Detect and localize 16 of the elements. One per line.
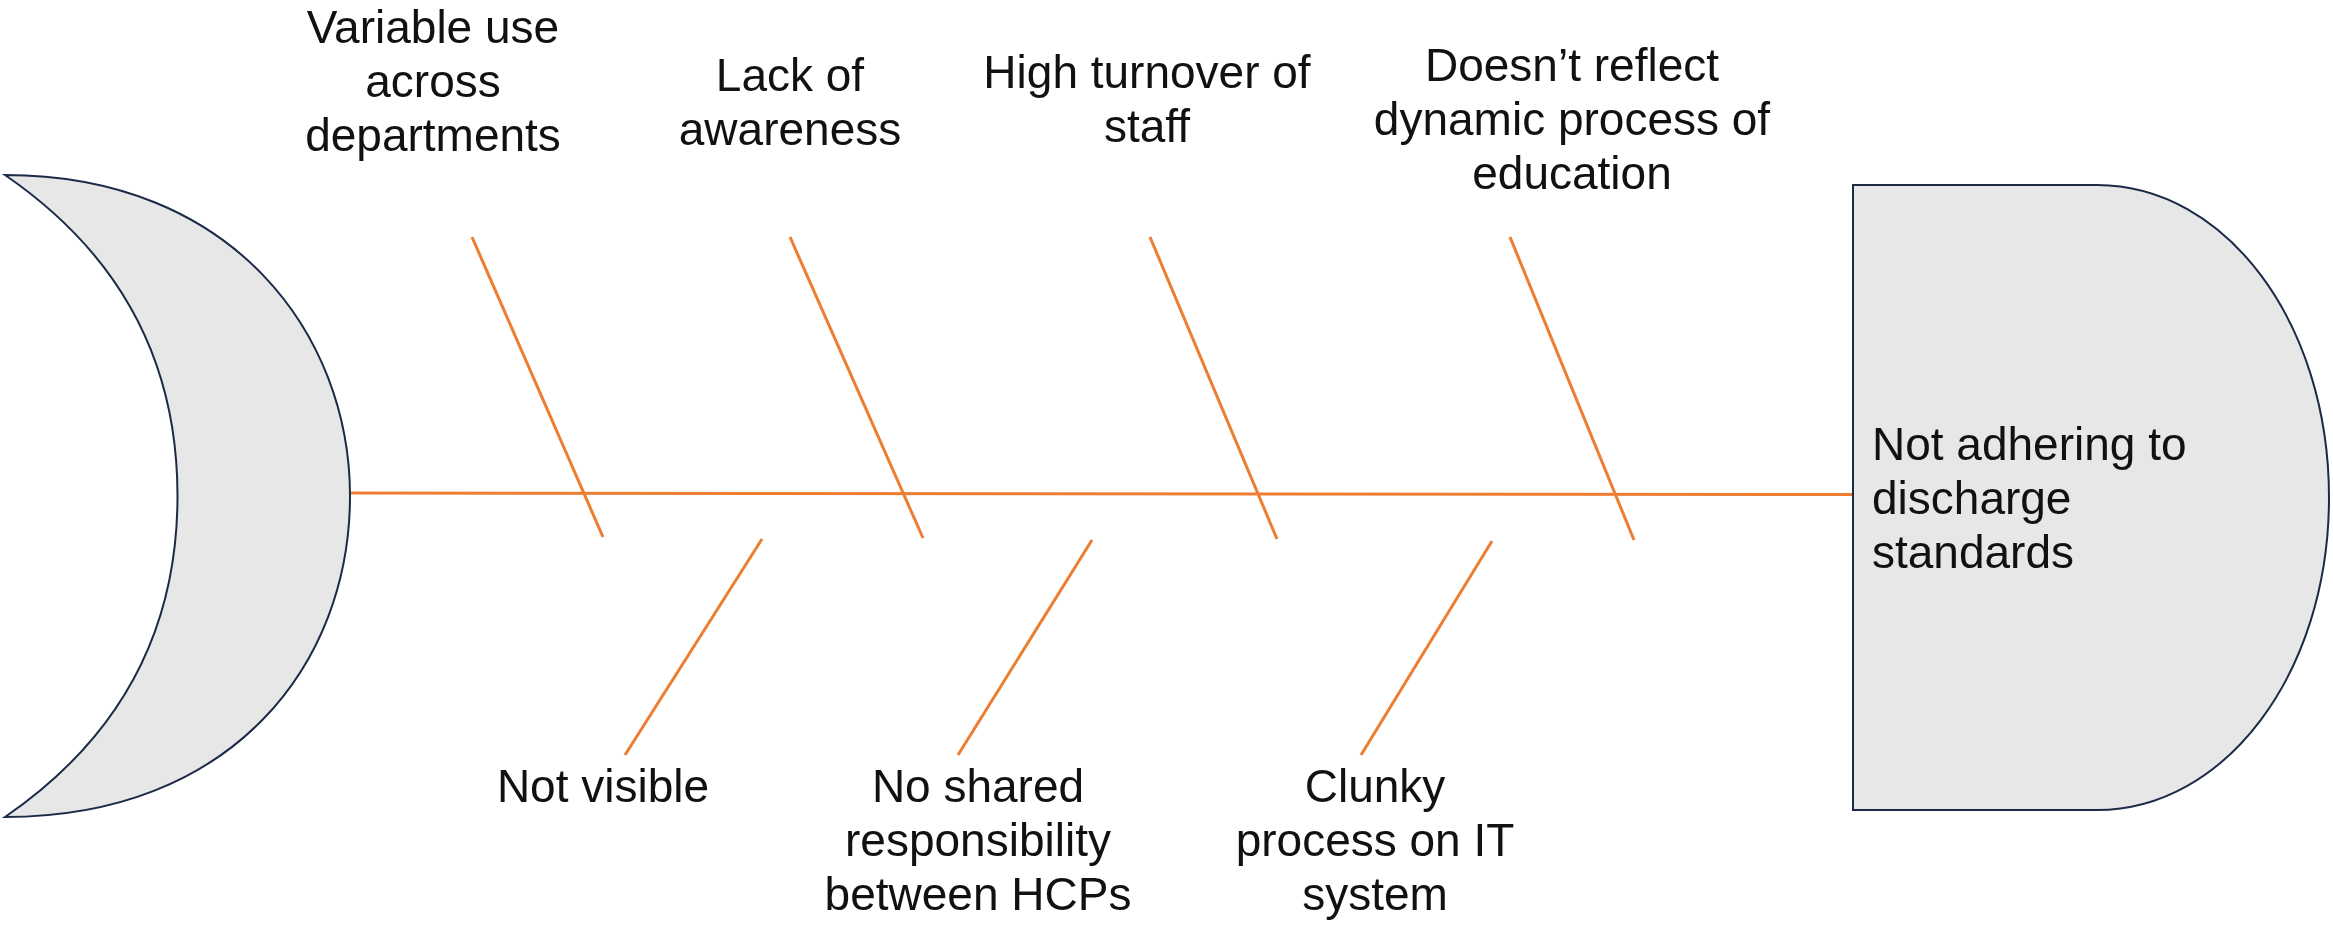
bone-line <box>1148 236 1279 540</box>
bone-line <box>470 236 605 538</box>
bone-line <box>623 538 764 756</box>
cause-label: Not visible <box>495 759 711 813</box>
spine-line <box>351 491 1852 496</box>
problem-label: Not adhering to discharge standards <box>1872 416 2188 579</box>
cause-label: Clunky process on IT system <box>1234 759 1516 921</box>
cause-label: No shared responsibility between HCPs <box>823 759 1133 921</box>
bone-line <box>1359 540 1494 756</box>
cause-label: Variable use across departments <box>304 0 562 162</box>
bone-line <box>1508 236 1636 541</box>
cause-label: High turnover of staff <box>982 45 1312 153</box>
cause-label: Doesn’t reflect dynamic process of education <box>1372 38 1772 200</box>
bone-line <box>788 236 925 539</box>
bone-line <box>956 539 1094 756</box>
cause-label: Lack of awareness <box>677 48 903 156</box>
